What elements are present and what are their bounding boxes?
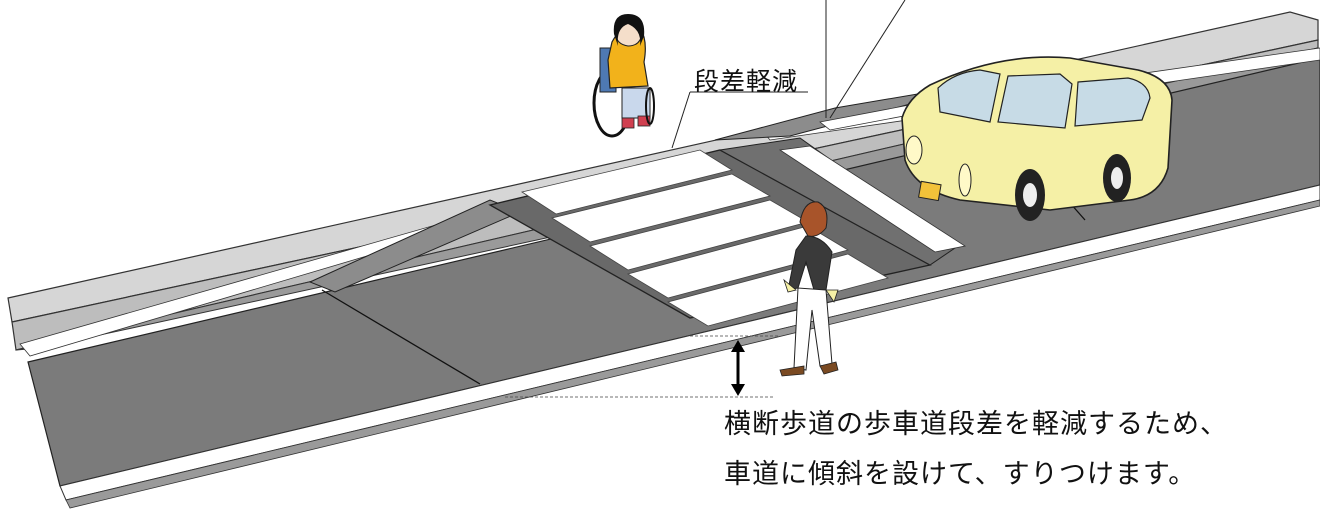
- lane-edge-lines: [19, 47, 1320, 509]
- stop-line: [778, 145, 967, 253]
- car-illustration: [901, 56, 1173, 221]
- step-reduction-label: 段差軽減: [694, 67, 799, 96]
- crosswalk-stripes: [520, 149, 890, 327]
- caption-line-1: 横断歩道の歩車道段差を軽減するため、: [724, 409, 1228, 440]
- leader-lines: [671, 0, 906, 149]
- caption-line-2: 車道に傾斜を設けて、すりつけます。: [724, 459, 1197, 490]
- wheelchair-user: [592, 14, 655, 138]
- step-height-marker: [505, 335, 780, 398]
- pedestrian: [779, 201, 839, 377]
